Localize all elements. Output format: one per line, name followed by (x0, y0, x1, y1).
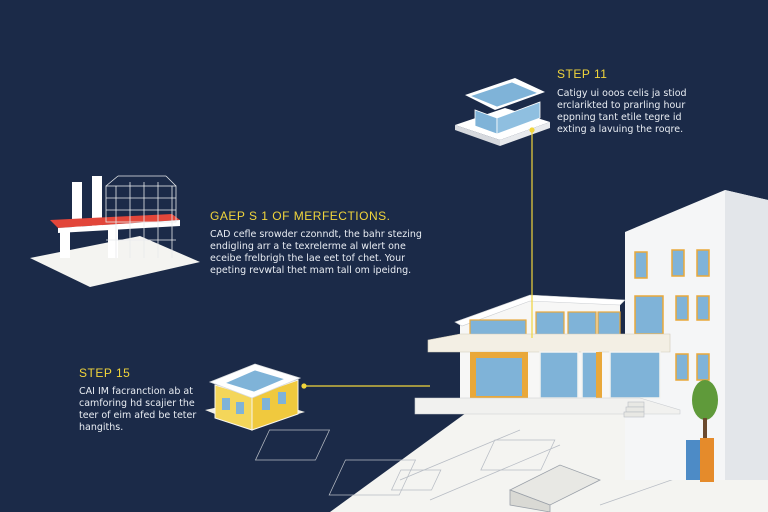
step-15-title: STEP 15 (79, 366, 131, 380)
blueprint-3d-box (509, 464, 601, 512)
step-11-model (455, 78, 550, 146)
step-1-model (30, 175, 200, 287)
step-15-model (205, 363, 305, 431)
step-15-text: CAI IM facranction ab at camforing hd sc… (79, 386, 197, 433)
step-11-title: STEP 11 (557, 67, 608, 81)
connector-lines (301, 127, 535, 389)
main-building (414, 190, 768, 482)
step-1-title: GAEP S 1 OF MERFECTIONS. (210, 209, 391, 223)
step-1-text: CAD cefle srowder czonndt, the bahr stez… (210, 229, 422, 276)
step-11-text: Catigy ui ooos celis ja stiod erclarikte… (557, 88, 687, 135)
